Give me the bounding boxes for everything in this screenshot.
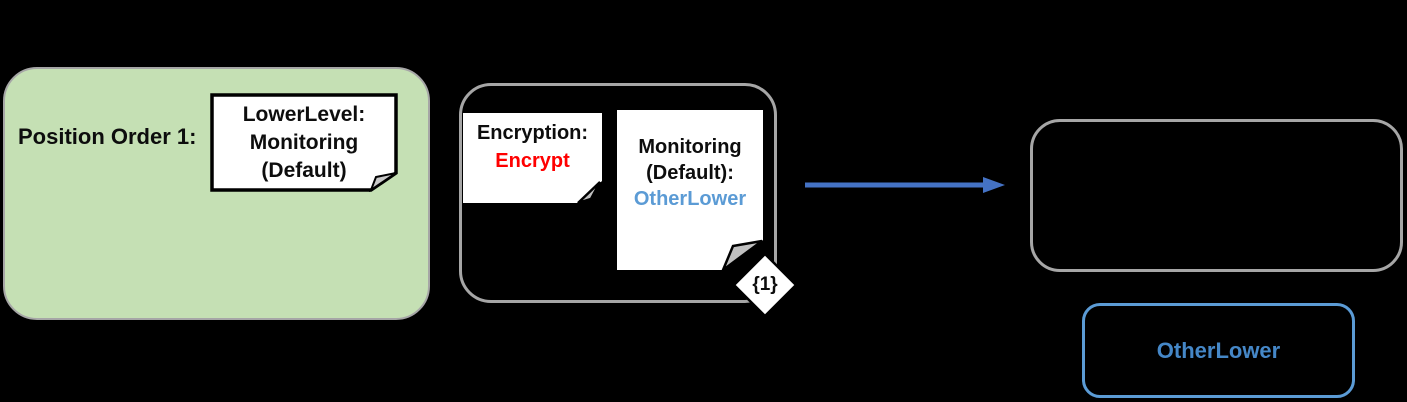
note-lowerlevel-monitoring: LowerLevel: Monitoring (Default) [210, 93, 398, 192]
note-monitoring-otherlower: Monitoring (Default): OtherLower [617, 110, 763, 270]
result-otherlower-box: OtherLower [1082, 303, 1355, 398]
transition-arrow [805, 177, 1005, 193]
note-line: (Default) [261, 159, 347, 182]
note-line: LowerLevel: [242, 103, 366, 126]
note-text: Monitoring (Default): OtherLower [617, 110, 763, 212]
note-line: Monitoring [249, 131, 359, 154]
position-order-label: Position Order 1: [18, 124, 197, 149]
folded-note-shape [210, 93, 398, 192]
note-line: Monitoring [638, 136, 742, 158]
note-line: OtherLower [633, 188, 747, 210]
note-line: Encryption: [476, 122, 589, 144]
note-line: Encrypt [495, 150, 570, 172]
transition-group [459, 83, 777, 303]
result-group-box [1030, 119, 1403, 272]
badge-label: {1} [752, 274, 778, 295]
result-label: OtherLower [1156, 337, 1281, 363]
note-text: Encryption: Encrypt [463, 113, 602, 175]
note-line: (Default): [646, 162, 734, 184]
note-encryption-encrypt: Encryption: Encrypt [463, 113, 602, 203]
note-text: LowerLevel: Monitoring (Default) [210, 93, 398, 185]
folded-note-shape [463, 113, 602, 203]
folded-note-shape [617, 110, 763, 270]
diamond-shape [732, 252, 798, 318]
cardinality-badge: {1} [732, 252, 798, 318]
